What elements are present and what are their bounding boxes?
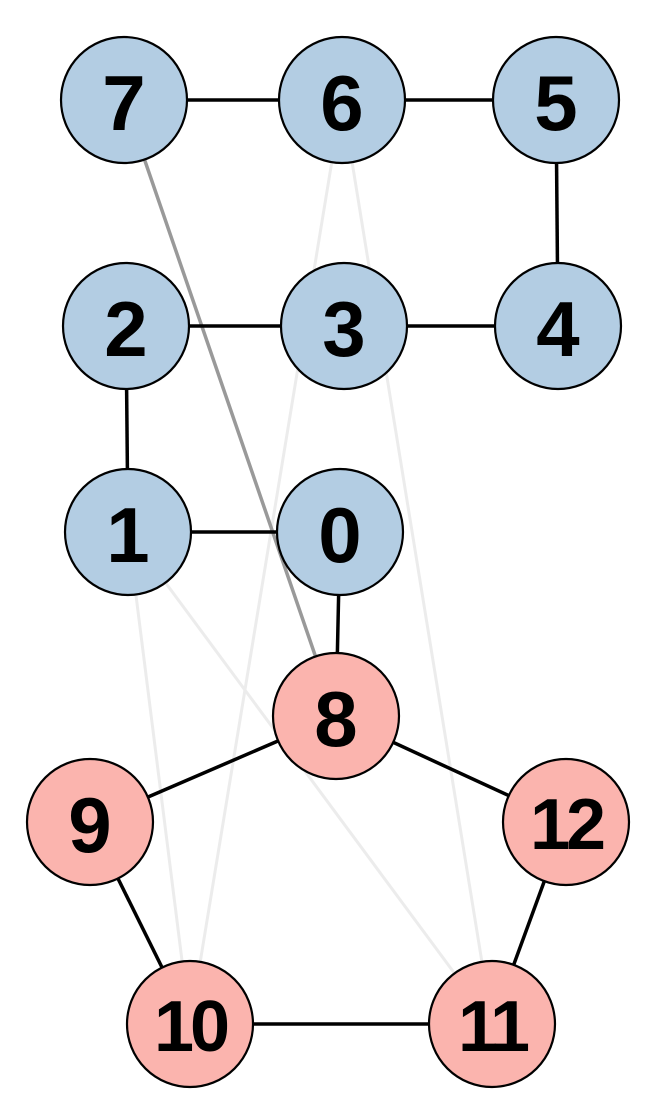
node-7-label: 7 — [102, 59, 145, 147]
node-6-circle — [277, 35, 407, 165]
node-10-circle — [125, 959, 255, 1089]
edge-1-10 — [126, 531, 192, 1025]
edge-6-11 — [340, 99, 494, 1025]
node-3-circle — [279, 261, 409, 391]
node-10-label: 10 — [154, 987, 228, 1067]
node-1-circle — [63, 467, 193, 597]
node-6-label: 6 — [320, 59, 363, 147]
node-5: 5 — [491, 35, 621, 165]
edge-6-10 — [188, 99, 344, 1025]
node-11-label: 11 — [458, 987, 529, 1067]
node-0-circle — [275, 467, 405, 597]
node-8-circle — [271, 651, 401, 781]
node-7: 7 — [59, 35, 189, 165]
node-2-circle — [61, 261, 191, 391]
node-4-label: 4 — [536, 285, 579, 373]
node-5-label: 5 — [534, 59, 577, 147]
node-5-circle — [491, 35, 621, 165]
node-0: 0 — [275, 467, 405, 597]
node-9-circle — [25, 757, 155, 887]
node-2: 2 — [61, 261, 191, 391]
node-3-label: 3 — [322, 285, 365, 373]
node-9-label: 9 — [68, 781, 111, 869]
node-0-label: 0 — [318, 491, 361, 579]
node-11-circle — [427, 959, 557, 1089]
node-11: 11 — [427, 959, 557, 1089]
node-12-circle — [501, 757, 631, 887]
edge-1-11 — [126, 531, 494, 1025]
node-4-circle — [493, 261, 623, 391]
node-12-label: 12 — [530, 785, 604, 865]
node-1: 1 — [63, 467, 193, 597]
node-4: 4 — [493, 261, 623, 391]
node-3: 3 — [279, 261, 409, 391]
node-12: 12 — [501, 757, 631, 887]
node-10: 10 — [125, 959, 255, 1089]
node-7-circle — [59, 35, 189, 165]
node-9: 9 — [25, 757, 155, 887]
node-8-label: 8 — [314, 675, 357, 763]
edge-7-8 — [122, 99, 338, 717]
node-8: 8 — [271, 651, 401, 781]
node-6: 6 — [277, 35, 407, 165]
node-2-label: 2 — [104, 285, 147, 373]
node-1-label: 1 — [106, 491, 149, 579]
